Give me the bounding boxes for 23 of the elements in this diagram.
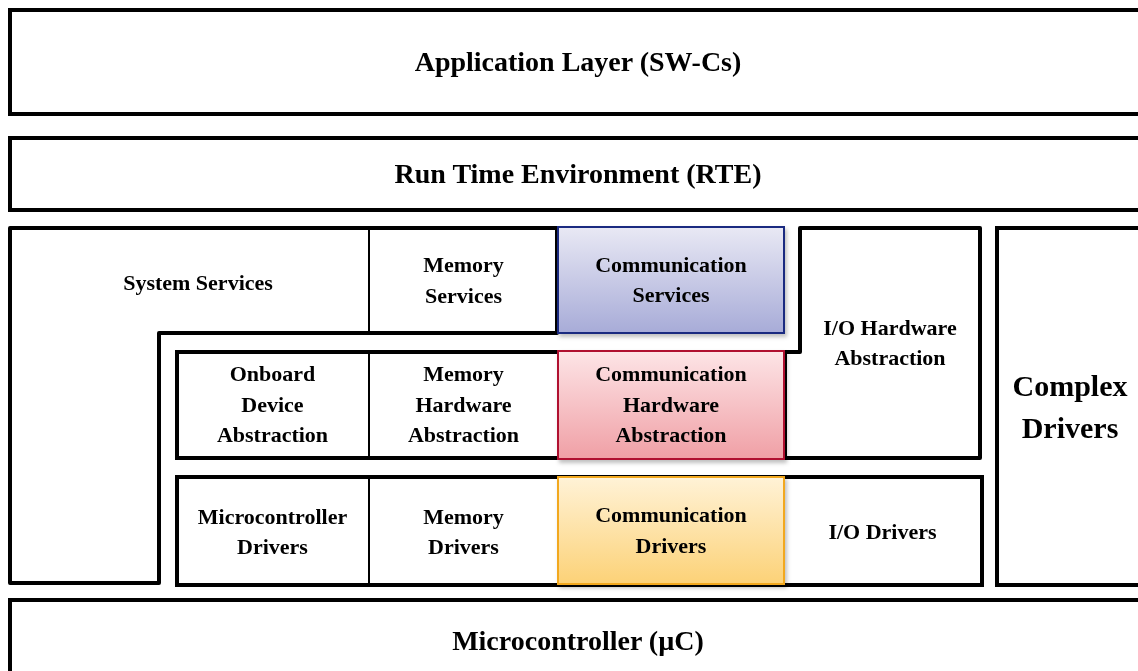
layer-box xyxy=(8,8,1138,116)
layer-label: Microcontroller Drivers xyxy=(196,502,349,561)
layer-box xyxy=(8,136,1138,212)
layer-label: Communication Drivers xyxy=(594,501,748,560)
layer-box xyxy=(995,226,1138,587)
layer-label: I/O Hardware Abstraction xyxy=(822,313,958,372)
layer-label: Application Layer (SW-Cs) xyxy=(414,44,742,79)
layer-box xyxy=(8,598,1138,671)
layer-label: Memory Services xyxy=(422,251,505,310)
layer-label: Memory Drivers xyxy=(422,502,505,561)
layer-label: Run Time Environment (RTE) xyxy=(394,156,762,191)
layer-label: Communication Services xyxy=(594,250,748,309)
module-box xyxy=(557,476,785,585)
layer-label: Onboard Device Abstraction xyxy=(215,360,330,450)
layer-label: Complex Drivers xyxy=(1011,368,1129,446)
layer-label: Microcontroller (µC) xyxy=(452,624,704,658)
module-box xyxy=(557,226,785,334)
layer-label: System Services xyxy=(123,268,273,297)
layer-region xyxy=(783,226,982,460)
module-box xyxy=(557,350,785,460)
layer-label: Communication Hardware Abstraction xyxy=(594,360,748,450)
layer-label: Memory Hardware Abstraction xyxy=(406,360,521,450)
layer-label: I/O Drivers xyxy=(828,517,937,546)
